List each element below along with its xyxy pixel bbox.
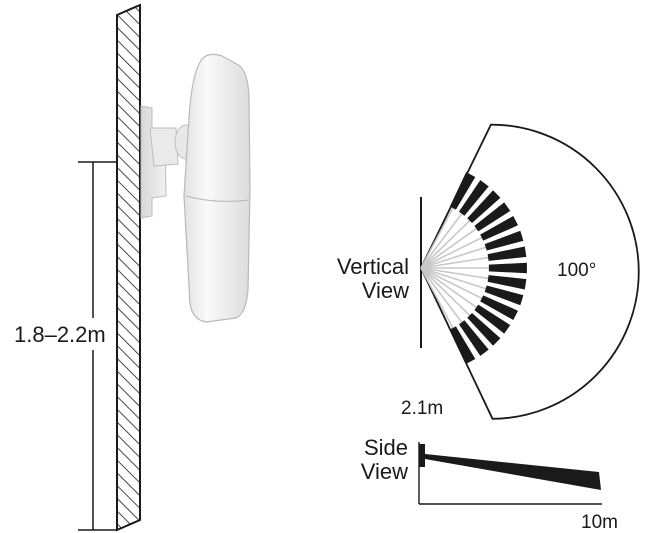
fan-block bbox=[480, 216, 518, 241]
angle-label: 100° bbox=[557, 260, 597, 281]
side-view-label: Side View bbox=[340, 436, 408, 484]
fan-block bbox=[459, 320, 489, 356]
fan-block bbox=[480, 295, 518, 320]
fan-block bbox=[487, 246, 527, 261]
side-detection-wedge bbox=[425, 454, 601, 490]
fan-block bbox=[488, 262, 527, 274]
fan-block bbox=[467, 190, 501, 223]
pir-sensor-icon bbox=[140, 53, 251, 323]
fan-block bbox=[459, 180, 489, 216]
fan-block bbox=[449, 172, 476, 210]
fan-block bbox=[474, 304, 511, 334]
fan-block bbox=[487, 275, 527, 290]
vertical-view-label-line1: Vertical bbox=[336, 254, 409, 279]
side-view-label-line2: View bbox=[360, 459, 408, 484]
vertical-view-label-line2: View bbox=[361, 278, 409, 303]
fan-block bbox=[449, 326, 476, 364]
side-view-icon bbox=[418, 442, 602, 505]
fan-block bbox=[484, 285, 524, 306]
range-label: 10m bbox=[581, 512, 618, 533]
side-sensor-block bbox=[419, 444, 425, 467]
fan-blocks bbox=[449, 172, 527, 364]
fan-block bbox=[467, 313, 501, 346]
fan-outline bbox=[420, 123, 640, 420]
vertical-view-fan-icon bbox=[420, 123, 640, 420]
side-view-label-line1: Side bbox=[363, 435, 408, 460]
mount-height-dimension bbox=[78, 161, 116, 531]
hatched-wall-icon bbox=[116, 3, 141, 532]
mount-height-label: 1.8–2.2m bbox=[14, 322, 106, 347]
sensor-height-label: 2.1m bbox=[401, 398, 444, 419]
fan-block bbox=[484, 230, 524, 251]
vertical-view-label: Vertical View bbox=[318, 255, 409, 303]
fan-block bbox=[474, 202, 511, 232]
